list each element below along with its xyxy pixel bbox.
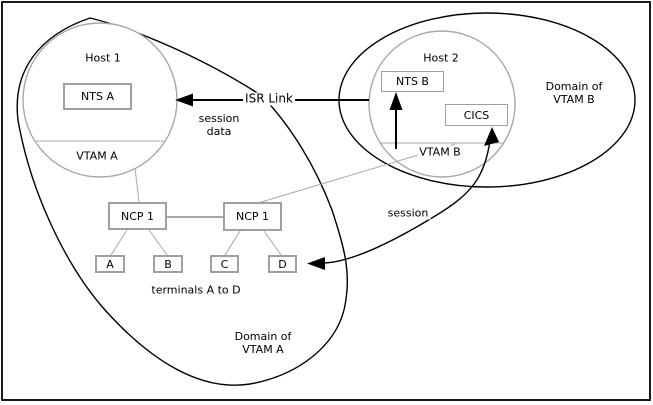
- host2-title: Host 2: [423, 51, 459, 65]
- cics-box: CICS: [445, 104, 508, 126]
- nts-b-box: NTS B: [381, 71, 444, 92]
- ntsb-arrowhead-icon: [389, 92, 403, 110]
- ncp-left-box: NCP 1: [108, 202, 167, 230]
- host1-title: Host 1: [85, 51, 121, 65]
- session-arrowhead-cics-icon: [484, 127, 499, 146]
- ncp-right-box: NCP 1: [223, 202, 282, 231]
- domain-b-label-line1: Domain of: [545, 80, 603, 93]
- link-ncp-to-terminal-a: [110, 229, 128, 256]
- domain-a-label-line2: VTAM A: [242, 343, 284, 356]
- terminal-d-box: D: [268, 255, 297, 273]
- terminal-a-box: A: [95, 255, 125, 273]
- domain-a-label: Domain of VTAM A: [235, 330, 292, 356]
- nts-a-box: NTS A: [63, 83, 132, 110]
- link-ncp-to-terminal-d: [263, 230, 282, 256]
- domain-b-label-line2: VTAM B: [553, 93, 595, 106]
- session-data-line2: data: [206, 125, 232, 138]
- terminals-caption: terminals A to D: [151, 283, 241, 297]
- isr-link-label: ISR Link: [243, 91, 295, 106]
- domain-a-label-line1: Domain of: [234, 330, 292, 343]
- domain-b-label: Domain of VTAM B: [546, 80, 603, 106]
- terminal-b-box: B: [153, 255, 183, 273]
- session-data-line1: session: [198, 112, 240, 125]
- session-arrowhead-terminal-icon: [307, 257, 325, 270]
- link-ncp-to-terminal-b: [148, 229, 168, 256]
- isr-link-arrowhead-icon: [175, 93, 193, 107]
- session-data-label: session data: [199, 112, 240, 138]
- session-curve: [323, 139, 491, 264]
- link-vtama-to-ncp-left: [134, 167, 140, 203]
- session-label: session: [385, 206, 431, 220]
- host2-vtam-label: VTAM B: [417, 145, 463, 159]
- terminal-c-box: C: [210, 255, 239, 273]
- link-ncp-to-terminal-c: [224, 230, 241, 256]
- host1-vtam-label: VTAM A: [76, 149, 118, 163]
- host2-circle: [368, 30, 516, 178]
